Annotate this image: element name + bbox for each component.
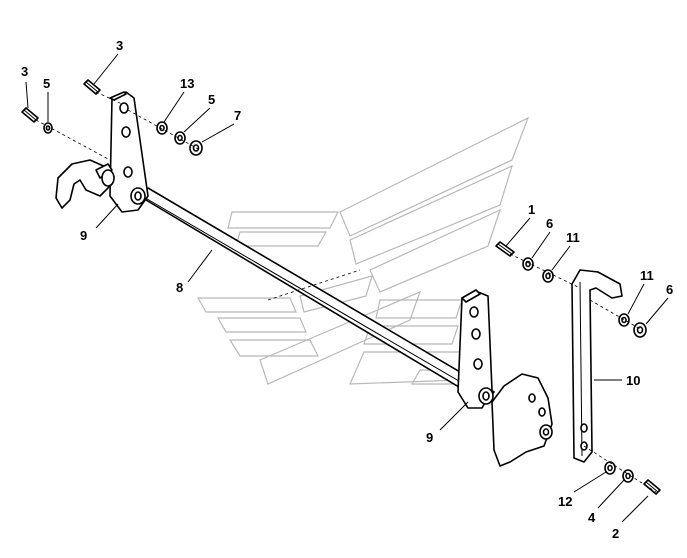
callout-11-upper: 11 bbox=[566, 230, 580, 245]
callout-5-left: 5 bbox=[43, 76, 50, 91]
right-hook-part bbox=[491, 373, 553, 467]
hardware-right bbox=[495, 241, 661, 495]
callout-3-left: 3 bbox=[21, 64, 28, 79]
callout-10: 10 bbox=[626, 373, 640, 388]
callout-3-top: 3 bbox=[116, 38, 123, 53]
callout-8: 8 bbox=[176, 280, 183, 295]
callout-13: 13 bbox=[180, 76, 194, 91]
callout-6-right: 6 bbox=[666, 282, 673, 297]
callout-2: 2 bbox=[612, 526, 619, 541]
callout-11-right: 11 bbox=[640, 268, 654, 283]
callout-labels: 3 5 3 13 5 7 9 8 1 6 11 11 6 10 9 12 4 2 bbox=[21, 38, 673, 541]
assembly-lines bbox=[35, 91, 657, 493]
right-bracket-part bbox=[457, 289, 494, 409]
left-hook-part bbox=[55, 159, 115, 209]
callout-6-upper: 6 bbox=[546, 216, 553, 231]
callout-1: 1 bbox=[528, 202, 535, 217]
callout-5-right: 5 bbox=[208, 92, 215, 107]
shaft-part bbox=[135, 187, 495, 403]
callout-12: 12 bbox=[558, 494, 572, 509]
callout-9-upper: 9 bbox=[80, 228, 87, 243]
hardware-upper-left bbox=[21, 79, 203, 156]
leader-lines bbox=[25, 53, 669, 523]
callout-7: 7 bbox=[234, 108, 241, 123]
callout-9-lower: 9 bbox=[426, 430, 433, 445]
callout-4: 4 bbox=[588, 510, 596, 525]
strap-part bbox=[571, 269, 623, 463]
left-bracket-part bbox=[109, 91, 149, 213]
